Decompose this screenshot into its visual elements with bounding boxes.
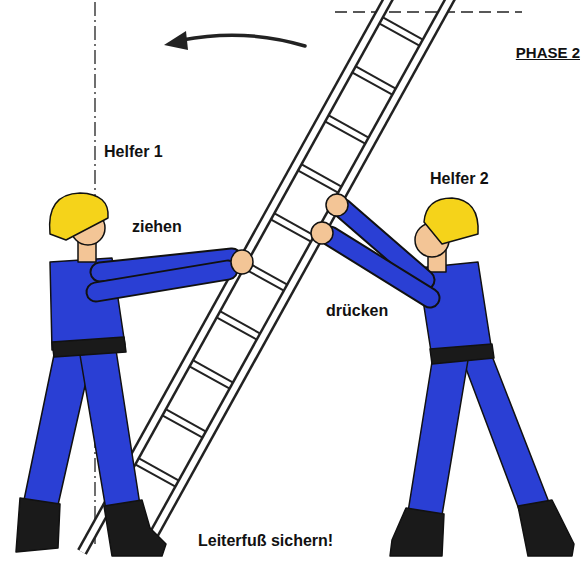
helper-right-part — [430, 344, 494, 364]
helper-left-part — [16, 498, 60, 552]
helper-left-part — [96, 270, 228, 292]
motion-arrow-part — [164, 31, 188, 50]
helper-left-part — [104, 500, 166, 556]
helper-right-part — [424, 198, 478, 244]
ladder-rungs-fill-part — [133, 459, 181, 485]
helper-left-part — [50, 193, 109, 240]
ladder-rungs-part — [269, 214, 317, 240]
helper-left-part — [80, 350, 140, 510]
ladder-rungs-part — [133, 459, 181, 485]
helper-label: Helfer 1 — [104, 143, 163, 161]
helper-right-part — [408, 360, 468, 515]
guide-lines-part — [335, 11, 522, 13]
action-label: drücken — [326, 302, 388, 320]
helper-right-part — [326, 194, 348, 216]
phase-title: PHASE 2 — [516, 44, 580, 61]
helper-left-part — [24, 350, 92, 505]
motion-arrow — [164, 31, 305, 50]
ladder-rungs-fill-part — [160, 410, 208, 436]
ladder-rungs-fill-part — [269, 214, 317, 240]
motion-arrow-part — [182, 35, 305, 46]
ladder-rungs-fill-part — [215, 312, 263, 338]
helper-left-part — [96, 270, 228, 292]
helper-left-part — [52, 337, 126, 357]
ladder-rails — [82, 0, 454, 552]
helper-label: Helfer 2 — [430, 170, 489, 188]
helper-right-part — [311, 222, 333, 244]
guide-lines — [95, 2, 522, 548]
ladder-rungs-fill-part — [377, 18, 425, 44]
ladder-rungs-part — [323, 116, 371, 142]
ladder-rungs-fill-part — [188, 361, 236, 387]
ladder — [82, 0, 454, 552]
ladder-rungs-part — [296, 165, 344, 191]
ladder-rungs-part — [215, 312, 263, 338]
helper-left — [16, 193, 253, 556]
ladder-rungs-part — [377, 18, 425, 44]
helper-right-part — [390, 508, 444, 556]
ladder-rungs-part — [160, 410, 208, 436]
helper-right-part — [518, 500, 574, 556]
helper-left-part — [231, 250, 253, 274]
helper-right — [311, 194, 574, 556]
action-label: ziehen — [132, 218, 182, 236]
ladder-rungs-part — [188, 361, 236, 387]
helper-right-part — [462, 356, 550, 512]
ladder-rungs-fill-part — [350, 67, 398, 93]
safety-note: Leiterfuß sichern! — [198, 532, 333, 550]
ladder-rungs-fill-part — [323, 116, 371, 142]
ladder-rungs-fill-part — [296, 165, 344, 191]
ladder-rungs-part — [350, 67, 398, 93]
helper-right-part — [330, 236, 430, 298]
helper-right-part — [330, 236, 430, 298]
